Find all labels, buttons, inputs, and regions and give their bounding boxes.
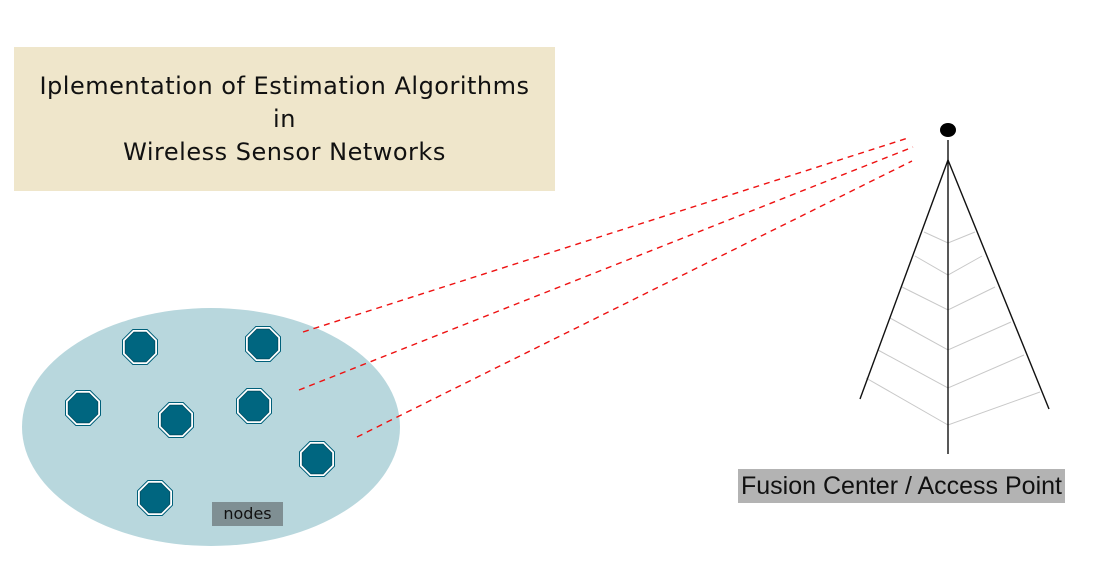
wireless-link-2	[298, 146, 914, 391]
wireless-link-3	[356, 160, 913, 438]
fusion-center-label: Fusion Center / Access Point	[738, 469, 1065, 503]
wireless-link-1	[302, 137, 909, 333]
title-box: Iplementation of Estimation Algorithms i…	[14, 47, 555, 191]
antenna-tip-icon	[940, 123, 956, 137]
sensor-node	[137, 480, 173, 516]
sensor-node	[299, 441, 335, 477]
title-line-3: Wireless Sensor Networks	[123, 137, 446, 166]
title-line-1: Iplementation of Estimation Algorithms	[39, 71, 530, 100]
nodes-label: nodes	[212, 502, 283, 526]
sensor-node	[122, 329, 158, 365]
sensor-node	[236, 388, 272, 424]
sensor-node	[65, 390, 101, 426]
sensor-node	[245, 326, 281, 362]
sensor-network-area	[22, 308, 400, 546]
tower-left-leg	[859, 159, 949, 400]
tower-lattice	[865, 231, 1041, 426]
sensor-node	[158, 402, 194, 438]
tower-icon	[859, 123, 1050, 454]
wireless-links	[298, 137, 914, 438]
title-line-2: in	[273, 104, 296, 133]
tower-right-leg	[947, 159, 1050, 410]
